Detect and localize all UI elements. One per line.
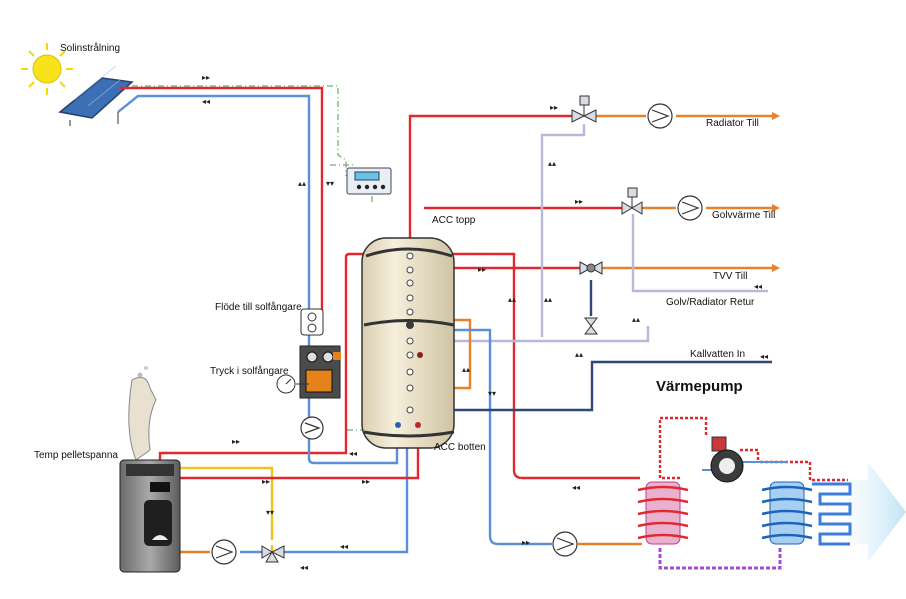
acc-bottom-label: ACC botten bbox=[434, 442, 486, 453]
outlet-arrowheads bbox=[772, 112, 780, 272]
pressure-gauge-icon bbox=[276, 374, 309, 394]
svg-text:▸▸: ▸▸ bbox=[575, 197, 583, 206]
svg-text:▴▴: ▴▴ bbox=[544, 295, 552, 304]
floor-heating-supply-label: Golvvärme Till bbox=[712, 210, 776, 221]
svg-text:▸▸: ▸▸ bbox=[262, 477, 270, 486]
svg-text:▸▸: ▸▸ bbox=[550, 103, 558, 112]
svg-text:▸▸: ▸▸ bbox=[232, 437, 240, 446]
controller-icon bbox=[346, 167, 392, 195]
cold-water-in-label: Kallvatten In bbox=[690, 349, 746, 360]
svg-text:▴▴: ▴▴ bbox=[575, 350, 583, 359]
heat-exchanger-icon bbox=[637, 481, 852, 546]
svg-text:◂◂: ◂◂ bbox=[349, 449, 357, 458]
floor-radiator-return-label: Golv/Radiator Retur bbox=[666, 297, 755, 308]
compressor-icon bbox=[710, 436, 744, 483]
solar-panel-icon bbox=[58, 65, 134, 126]
svg-text:▴▴: ▴▴ bbox=[548, 159, 556, 168]
pellet-boiler-icon bbox=[119, 366, 181, 573]
svg-text:◂◂: ◂◂ bbox=[572, 483, 580, 492]
heat-pump bbox=[637, 416, 906, 570]
svg-text:▸▸: ▸▸ bbox=[362, 477, 370, 486]
valve-icon bbox=[261, 95, 643, 563]
svg-text:▸▸: ▸▸ bbox=[478, 265, 486, 274]
flow-arrows: ▸▸ ◂◂ ▴▴ ▾▾ ▸▸ ▴▴ ◂◂ ◂◂ ▸▸ ◂◂ ▸▸ ▴▴ ▴▴ ▸▸ ▸▸ ▴▴… bbox=[202, 73, 768, 572]
svg-text:▴▴: ▴▴ bbox=[508, 295, 516, 304]
svg-text:◂◂: ◂◂ bbox=[202, 97, 210, 106]
temp-pellet-boiler-label: Temp pelletspanna bbox=[34, 450, 118, 461]
flow-to-collector-label: Flöde till solfångare bbox=[215, 302, 302, 313]
svg-text:▴▴: ▴▴ bbox=[632, 315, 640, 324]
svg-text:▸▸: ▸▸ bbox=[522, 538, 530, 547]
solar-radiation-label: Solinstrålning bbox=[60, 43, 121, 54]
svg-text:▴▴: ▴▴ bbox=[298, 179, 306, 188]
svg-text:▴▴: ▴▴ bbox=[462, 365, 470, 374]
svg-text:▾▾: ▾▾ bbox=[326, 179, 334, 188]
pressure-in-collector-label: Tryck i solfångare bbox=[210, 366, 289, 377]
distribution-pipes bbox=[408, 114, 772, 546]
radiator-supply-label: Radiator Till bbox=[706, 118, 759, 129]
svg-text:◂◂: ◂◂ bbox=[754, 282, 762, 291]
pump-icon bbox=[211, 103, 703, 565]
svg-text:◂◂: ◂◂ bbox=[340, 542, 348, 551]
svg-text:▾▾: ▾▾ bbox=[266, 508, 274, 517]
heat-pump-title: Värmepump bbox=[656, 378, 743, 395]
solar-pump-station bbox=[299, 308, 341, 399]
accumulator-tank bbox=[361, 237, 455, 449]
svg-text:▸▸: ▸▸ bbox=[202, 73, 210, 82]
svg-text:▾▾: ▾▾ bbox=[488, 389, 496, 398]
sun-icon bbox=[21, 43, 73, 95]
svg-text:◂◂: ◂◂ bbox=[760, 352, 768, 361]
acc-top-label: ACC topp bbox=[432, 215, 476, 226]
hot-water-supply-label: TVV Till bbox=[713, 271, 748, 282]
svg-text:◂◂: ◂◂ bbox=[300, 563, 308, 572]
